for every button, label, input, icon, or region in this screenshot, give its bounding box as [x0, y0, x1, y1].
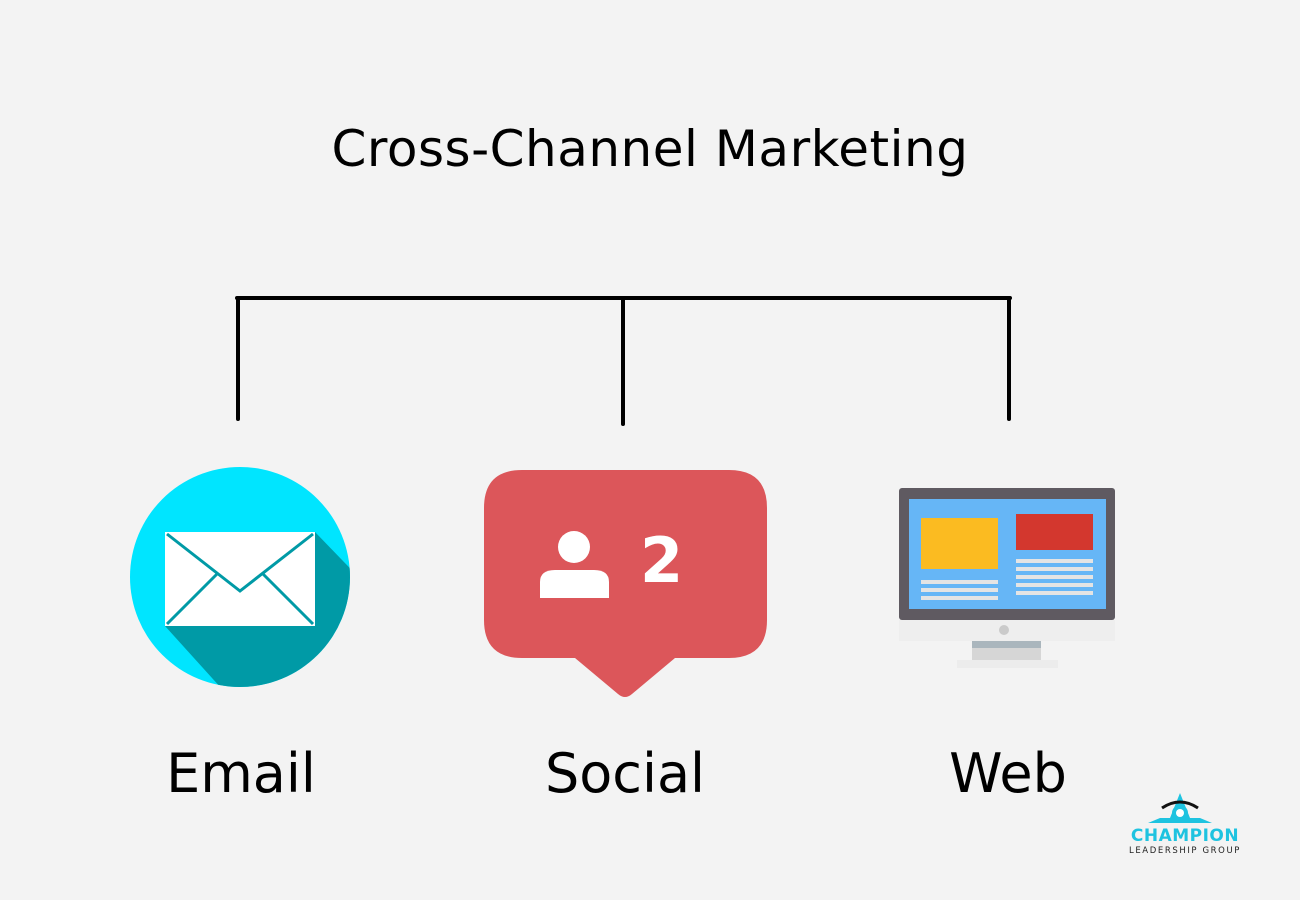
social-badge-count: 2 [640, 524, 684, 597]
channel-label-web: Web [949, 742, 1067, 805]
logo-mark [1148, 793, 1212, 823]
channel-label-social: Social [544, 742, 706, 805]
diagram-title: Cross-Channel Marketing [331, 120, 969, 178]
monitor-icon [899, 488, 1115, 668]
connector-lines [235, 296, 1012, 426]
logo-line1: CHAMPION [1130, 826, 1240, 846]
channel-label-email: Email [166, 742, 316, 805]
logo-line2: LEADERSHIP GROUP [1129, 846, 1241, 856]
user-icon [540, 531, 609, 598]
email-icon [130, 467, 350, 687]
social-notification-icon [484, 470, 767, 697]
